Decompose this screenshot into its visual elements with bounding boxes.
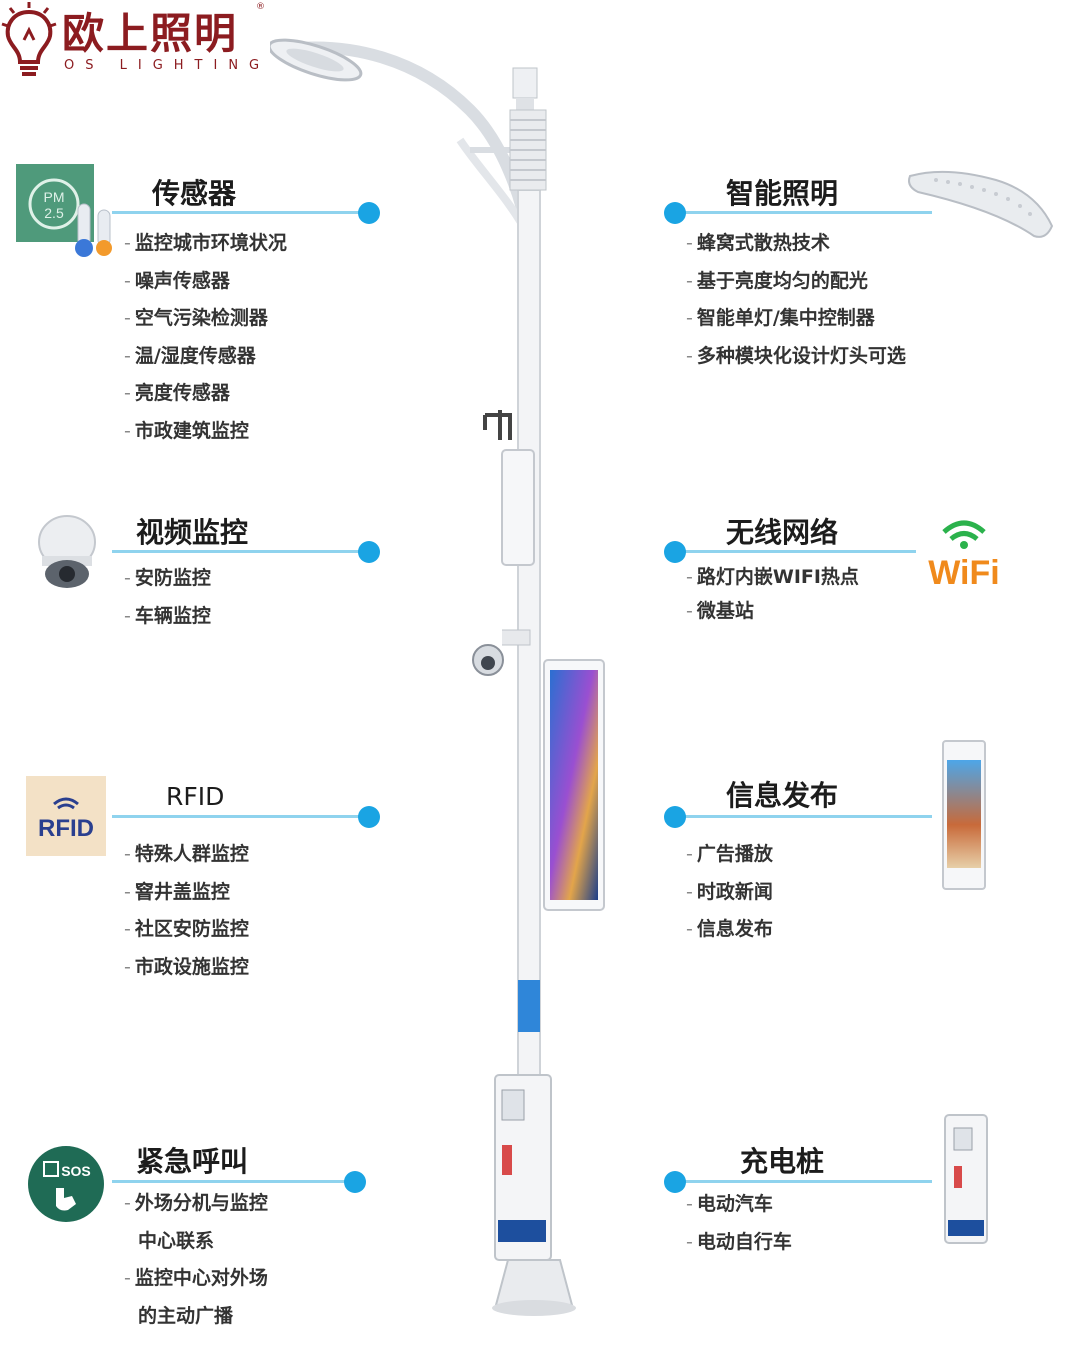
list-item: -窨井盖监控 <box>124 880 230 903</box>
dome-camera-icon <box>38 515 96 588</box>
connector-dot-charging <box>664 1171 686 1193</box>
connector-dot-wireless <box>664 541 686 563</box>
section-title-sensor: 传感器 <box>152 177 237 210</box>
list-item: -特殊人群监控 <box>124 843 249 865</box>
section-title-emergency: 紧急呼叫 <box>136 1145 249 1178</box>
list-item: -多种模块化设计灯头可选 <box>686 344 906 367</box>
connector-line-sensor <box>112 211 372 214</box>
list-item: -电动汽车 <box>686 1193 773 1215</box>
connector-dot-video <box>358 541 380 563</box>
connector-line-rfid <box>112 815 372 818</box>
connector-line-emergency <box>112 1180 358 1183</box>
svg-text:2.5: 2.5 <box>44 205 64 221</box>
sos-call-icon: SOS <box>28 1146 104 1222</box>
section-title-info: 信息发布 <box>726 779 839 812</box>
list-item: -时政新闻 <box>686 880 773 903</box>
display-screen-icon <box>942 740 986 890</box>
list-item: -空气污染检测器 <box>124 307 268 329</box>
item-list-charging: -电动汽车 -电动自行车 <box>686 1186 792 1261</box>
connector-dot-lighting <box>664 202 686 224</box>
svg-text:PM: PM <box>44 189 65 205</box>
connector-dot-emergency <box>344 1171 366 1193</box>
brand-name: 欧上照明 <box>62 9 239 58</box>
list-item: -电动自行车 <box>686 1230 792 1253</box>
pm25-sensor-icon: PM 2.5 <box>16 164 94 242</box>
list-item: -监控中心对外场 <box>124 1267 268 1289</box>
led-lamp-head-icon <box>908 170 1054 238</box>
brand-registered-mark: ® <box>256 2 265 12</box>
brand-bulb-icon <box>1 2 57 76</box>
list-item: -噪声传感器 <box>124 269 230 292</box>
list-item: -温/湿度传感器 <box>124 344 256 367</box>
section-title-charging: 充电桩 <box>740 1145 825 1178</box>
connector-line-info <box>676 815 932 818</box>
svg-text:WiFi: WiFi <box>928 554 999 592</box>
section-title-video: 视频监控 <box>136 516 249 549</box>
wifi-icon: WiFi <box>928 520 1000 592</box>
connector-line-charging <box>676 1180 932 1183</box>
connector-line-wireless <box>676 550 916 553</box>
list-item: -蜂窝式散热技术 <box>686 232 830 254</box>
list-item: -安防监控 <box>124 567 211 589</box>
item-list-info: -广告播放 -时政新闻 -信息发布 <box>686 836 773 949</box>
svg-text:RFID: RFID <box>38 815 94 842</box>
item-list-wireless: -路灯内嵌WIFI热点 -微基站 <box>686 560 859 628</box>
item-list-rfid: -特殊人群监控 -窨井盖监控 -社区安防监控 -市政设施监控 <box>124 836 249 986</box>
item-list-video: -安防监控 -车辆监控 <box>124 560 211 635</box>
list-item: -车辆监控 <box>124 604 211 627</box>
smart-pole-illustration <box>270 38 605 1316</box>
rfid-icon: RFID <box>26 776 106 856</box>
section-title-wireless: 无线网络 <box>726 516 839 549</box>
list-item: -亮度传感器 <box>124 382 230 404</box>
list-item: -外场分机与监控 <box>124 1192 268 1214</box>
list-item: -广告播放 <box>686 843 773 865</box>
list-item: -基于亮度均匀的配光 <box>686 269 868 292</box>
connector-dot-info <box>664 806 686 828</box>
list-item: -智能单灯/集中控制器 <box>686 307 875 329</box>
connector-line-lighting <box>676 211 932 214</box>
svg-text:SOS: SOS <box>61 1163 91 1179</box>
list-item: 的主动广播 <box>138 1304 234 1327</box>
item-list-emergency: -外场分机与监控 中心联系 -监控中心对外场 的主动广播 <box>124 1185 268 1335</box>
list-item: -信息发布 <box>686 918 773 940</box>
list-item: 中心联系 <box>138 1229 215 1252</box>
item-list-sensor: -监控城市环境状况 -噪声传感器 -空气污染检测器 -温/湿度传感器 -亮度传感… <box>124 225 287 450</box>
list-item: -市政设施监控 <box>124 955 249 978</box>
brand-subtitle: OS LIGHTING <box>64 58 271 73</box>
connector-line-video <box>112 550 372 553</box>
thermometer-icon <box>75 203 112 257</box>
brand-logo: 欧上照明 ® OS LIGHTING <box>0 0 280 80</box>
connector-dot-rfid <box>358 806 380 828</box>
list-item: -监控城市环境状况 <box>124 232 287 254</box>
section-title-rfid: RFID <box>166 782 225 811</box>
charging-pile-icon <box>944 1114 988 1244</box>
list-item: -社区安防监控 <box>124 918 249 940</box>
list-item: -微基站 <box>686 600 754 622</box>
item-list-lighting: -蜂窝式散热技术 -基于亮度均匀的配光 -智能单灯/集中控制器 -多种模块化设计… <box>686 225 906 375</box>
section-title-lighting: 智能照明 <box>726 177 839 210</box>
list-item: -路灯内嵌WIFI热点 <box>686 566 859 588</box>
connector-dot-sensor <box>358 202 380 224</box>
list-item: -市政建筑监控 <box>124 419 249 442</box>
